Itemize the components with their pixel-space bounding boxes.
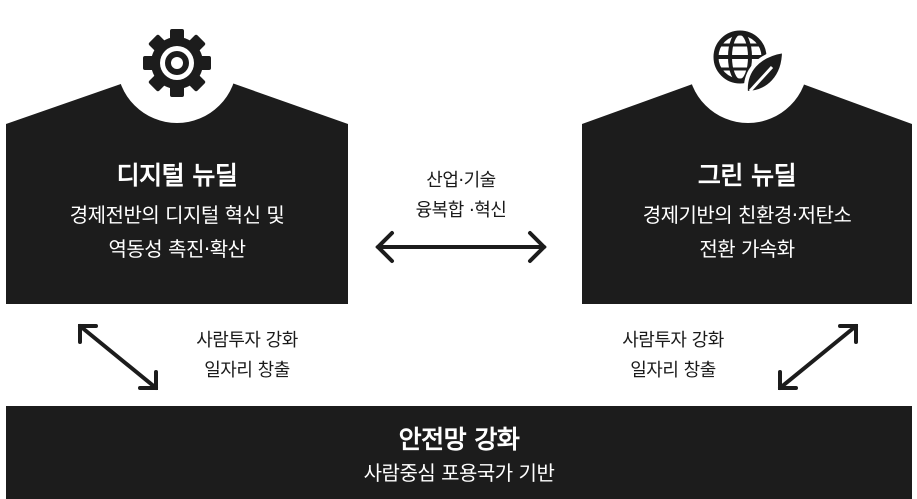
center-link-label: 산업·기술 융복합 ·혁신 [380,166,542,226]
digital-newdeal-box [6,64,348,304]
center-double-arrow [375,231,547,263]
safety-net-title: 안전망 강화 [398,425,520,454]
left-double-arrow [78,324,158,390]
green-newdeal-title: 그린 뉴딜 [697,161,797,190]
digital-newdeal-title: 디지털 뉴딜 [116,161,238,190]
right-link-line2: 일자리 창출 [630,360,716,381]
green-newdeal-box [582,64,912,304]
green-newdeal-description: 경제기반의 친환경·저탄소 전환 가속화 [582,198,912,266]
digital-desc-line1: 경제전반의 디지털 혁신 및 [69,203,285,227]
digital-newdeal-description: 경제전반의 디지털 혁신 및 역동성 촉진·확산 [6,198,348,266]
left-link-label: 사람투자 강화 일자리 창출 [172,326,322,386]
left-link-line1: 사람투자 강화 [196,330,298,351]
globe-leaf-icon [713,30,787,96]
right-double-arrow [778,324,858,390]
safety-net-bar [6,406,912,499]
green-desc-line2: 전환 가속화 [699,237,795,261]
left-link-line2: 일자리 창출 [204,360,290,381]
gear-icon [143,29,211,97]
green-desc-line1: 경제기반의 친환경·저탄소 [642,203,852,227]
digital-desc-line2: 역동성 촉진·확산 [108,237,246,261]
center-link-line2: 융복합 ·혁신 [415,200,507,221]
safety-net-description: 사람중심 포용국가 기반 [363,461,555,485]
right-link-label: 사람투자 강화 일자리 창출 [598,326,748,386]
center-link-line1: 산업·기술 [426,170,496,191]
right-link-line1: 사람투자 강화 [622,330,724,351]
